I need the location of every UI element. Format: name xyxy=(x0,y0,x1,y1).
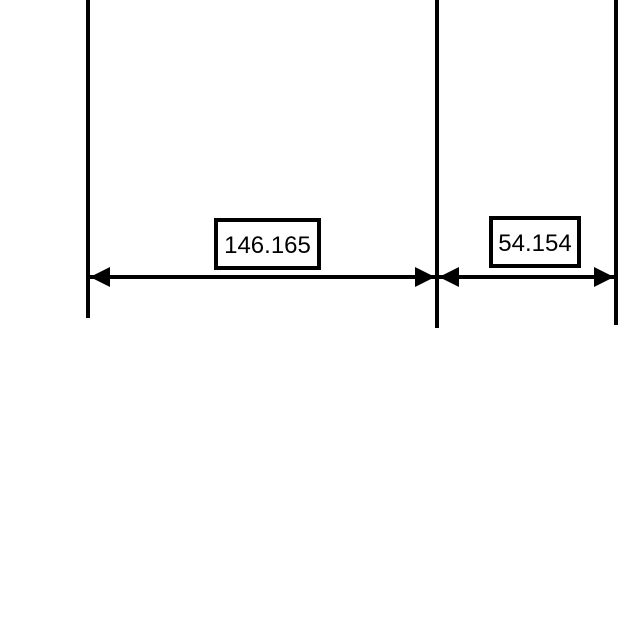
dimension-1-label: 146.165 xyxy=(224,232,311,259)
dimension-2-label: 54.154 xyxy=(498,230,571,257)
dimension-2: 54.154 xyxy=(439,216,614,287)
dimension-1: 146.165 xyxy=(90,218,435,287)
dimension-1-label-box xyxy=(214,218,321,270)
dimension-2-label-box xyxy=(489,216,581,268)
